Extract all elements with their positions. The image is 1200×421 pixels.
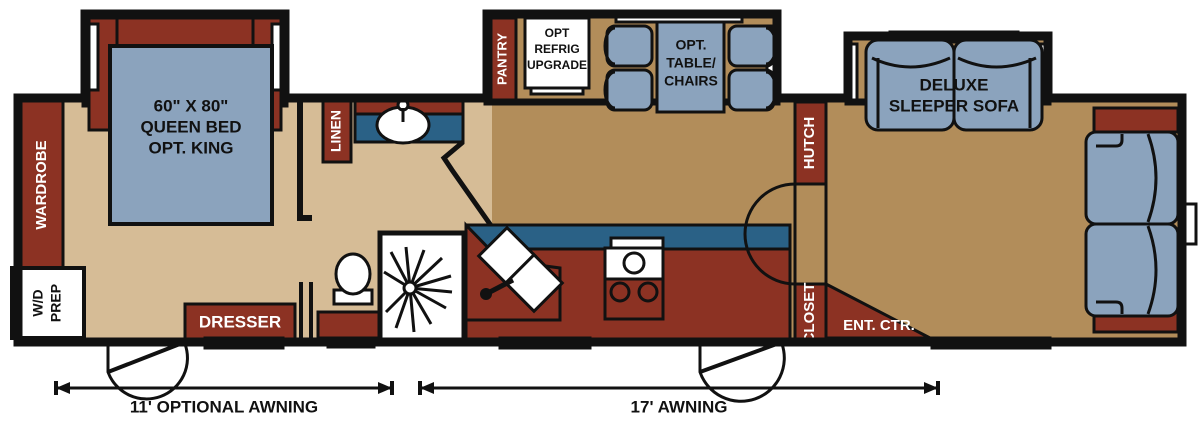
sleeper-sofa-back-left (871, 56, 951, 69)
refrig-label-line1: OPT (545, 26, 570, 40)
dresser (183, 302, 297, 342)
dinette-label-line1: OPT. (675, 37, 706, 53)
range-burner-front-right (637, 281, 659, 303)
bed-option-label: OPT. KING (148, 138, 233, 157)
kitchen-counter-group (464, 221, 792, 350)
bed-size-label: 60" X 80" (154, 96, 229, 115)
recliner-top-backing (1092, 106, 1180, 134)
dinette-chair-2 (605, 68, 654, 112)
queen-bed (108, 44, 274, 226)
main-entry-door-swing (698, 342, 786, 403)
dim-label-1: 11' OPTIONAL AWNING (130, 397, 318, 416)
recliner-lower-seat (1096, 300, 1124, 314)
recliner-lower-back (1146, 225, 1158, 315)
dinette-chair-3 (727, 24, 776, 68)
dinette-chair-1 (605, 24, 654, 68)
recliner-upper-seat (1096, 134, 1124, 148)
outer-walls (13, 9, 1187, 347)
bathroom-group: LINEN (299, 98, 495, 349)
dinette-chair-2-back (603, 70, 616, 110)
dim-arrow-1-left (56, 382, 70, 394)
kitchen-sink-bowl-2 (503, 252, 565, 314)
bedroom-door-leaf (107, 340, 186, 374)
dinette-label-line3: CHAIRS (664, 73, 718, 89)
kitchen-sink-faucet-base (480, 288, 492, 300)
dinette-table (655, 20, 726, 114)
linen-label: LINEN (328, 110, 344, 152)
interior-door-swing (743, 182, 796, 286)
ent-ctr-label: ENT. CTR. (843, 317, 915, 334)
recliner-upper-back (1146, 133, 1158, 223)
refrig-label-line3: UPGRADE (527, 58, 587, 72)
wd-prep (10, 266, 86, 340)
dresser-label: DRESSER (199, 312, 281, 331)
wd-prep-label-line2: PREP (48, 284, 64, 322)
dim-arrow-2-right (924, 382, 938, 394)
kitchen-sink-faucet (486, 277, 515, 296)
closet (793, 282, 828, 344)
interior-door-panel (793, 182, 828, 286)
dim-label-2: 17' AWNING (631, 397, 728, 416)
bath-base-cabinet (316, 310, 382, 340)
dinette-chair-1-back (603, 26, 616, 66)
dim-arrow-2-left (420, 382, 434, 394)
range-burner-rear (622, 251, 646, 275)
refrig-base-line (529, 86, 585, 96)
pantry-label: PANTRY (494, 33, 509, 85)
opt-refrig-upgrade (523, 16, 591, 90)
wd-prep-label-line1: W/D (30, 289, 46, 316)
dinette-chair-4 (727, 68, 776, 112)
toilet-bowl (334, 252, 372, 296)
sofa-label-line2: SLEEPER SOFA (889, 96, 1019, 115)
range-burner-front-left (609, 281, 631, 303)
dim-arrow-1-right (378, 382, 392, 394)
bedroom-divider-wall (297, 98, 312, 221)
sofa-label-line1: DELUXE (920, 75, 989, 94)
hutch-label: HUTCH (801, 117, 818, 170)
pantry (489, 16, 518, 102)
shower-drain (402, 280, 418, 296)
bed-type-label: QUEEN BED (140, 117, 241, 136)
dimension-group: 11' OPTIONAL AWNING 17' AWNING (54, 381, 940, 416)
bedroom-window-left (87, 22, 100, 92)
bedroom-door-swing (106, 342, 189, 401)
dinette-label-line2: TABLE/ (666, 55, 716, 71)
wardrobe-label: WARDROBE (33, 140, 50, 229)
closet-label: CLOSET (801, 283, 818, 344)
hallway-angled-wall (440, 140, 495, 229)
sleeper-sofa-back-right (957, 56, 1037, 69)
main-entry-door-leaf (699, 340, 783, 374)
outer-wall-path (13, 9, 1187, 347)
refrig-label-line2: REFRIG (534, 42, 579, 56)
shower-pan (377, 230, 467, 344)
